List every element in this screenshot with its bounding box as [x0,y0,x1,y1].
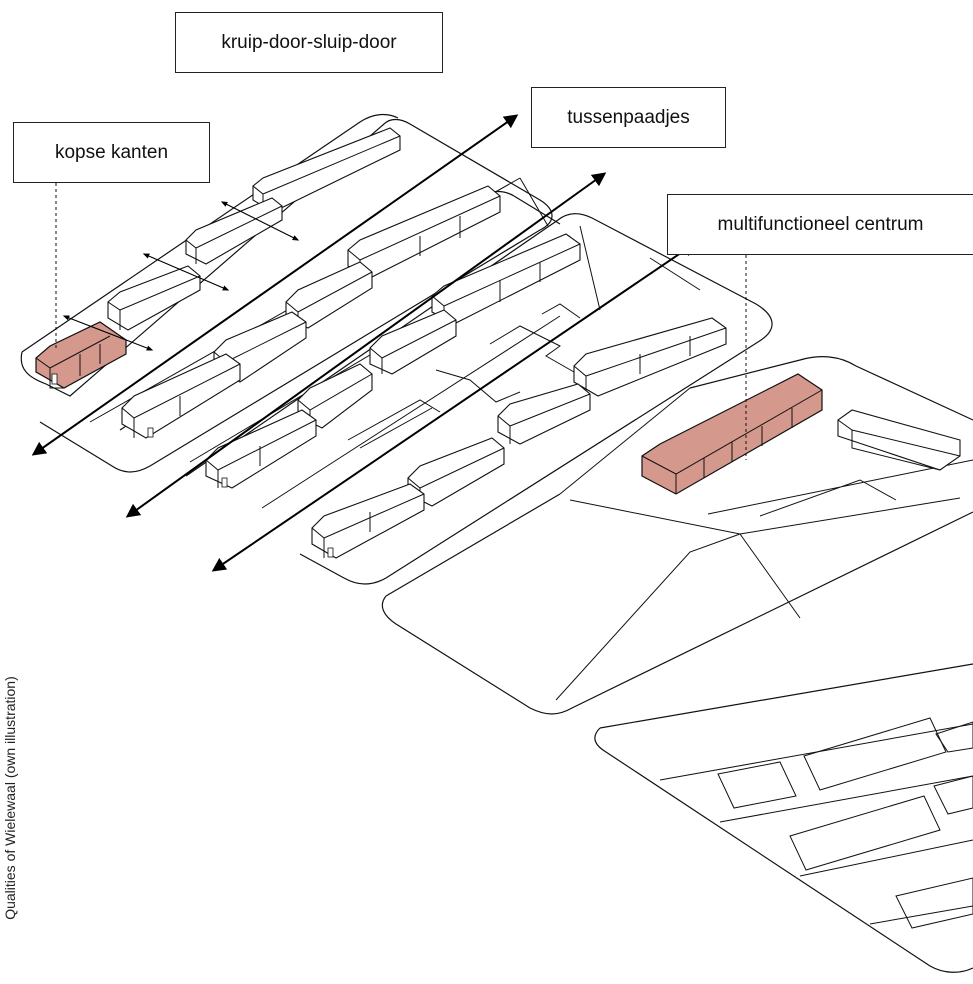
building [253,128,400,212]
highlighted-kopse-kant-building [36,322,126,388]
highlighted-multifunctioneel-centrum [642,374,822,494]
building [498,384,590,444]
label-multifunctioneel-centrum: multifunctioneel centrum [667,194,973,255]
building [122,354,240,438]
centre-block [382,357,973,714]
building [108,266,200,330]
arrow-icon [128,174,604,516]
label-tussenpaadjes: tussenpaadjes [531,87,726,148]
building [432,234,580,324]
figure-caption: Qualities of Wielewaal (own illustration… [2,638,18,958]
label-kopse-kanten: kopse kanten [13,122,210,183]
label-kruip-door-sluip-door: kruip-door-sluip-door [175,12,443,73]
building [312,484,424,558]
building [838,410,960,470]
bottom-block [595,664,973,972]
